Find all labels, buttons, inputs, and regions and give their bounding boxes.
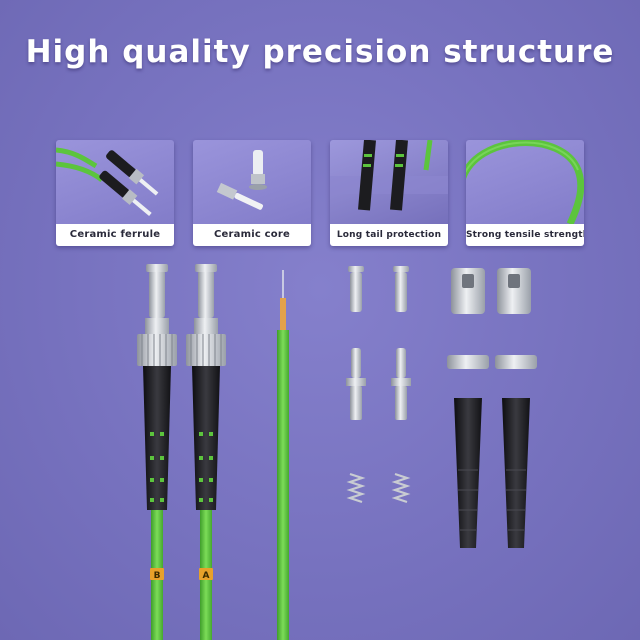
crimp-rings: [447, 355, 537, 369]
cable-label-a: A: [203, 571, 210, 581]
card-caption: Strong tensile strength: [466, 224, 584, 246]
card-caption: Long tail protection: [330, 224, 448, 246]
cable-label-b: B: [154, 571, 161, 581]
st-connector-pair-icon: [56, 147, 159, 216]
ceramic-core-icon: [216, 150, 267, 210]
feature-card-long-tail-protection: Long tail protection: [330, 140, 448, 246]
ceramic-ferrules: [348, 266, 409, 312]
page-title: High quality precision structure: [25, 34, 615, 70]
ferrule-holders: [346, 348, 411, 420]
card-caption: Ceramic ferrule: [56, 224, 174, 246]
stripped-fiber-cable: [277, 270, 289, 640]
coupling-nuts: [451, 268, 531, 314]
feature-card-strong-tensile-strength: Strong tensile strength: [466, 140, 584, 246]
st-connector-a: A: [186, 264, 226, 640]
feature-card-ceramic-core: Ceramic core: [193, 140, 311, 246]
st-connector-b: B: [137, 264, 177, 640]
feature-card-ceramic-ferrule: Ceramic ferrule: [56, 140, 174, 246]
card-caption: Ceramic core: [193, 224, 311, 246]
green-cable-loop-icon: [466, 140, 584, 224]
boot-tail-icon: [330, 140, 448, 211]
protection-boots: [454, 398, 530, 548]
springs: [346, 472, 411, 504]
